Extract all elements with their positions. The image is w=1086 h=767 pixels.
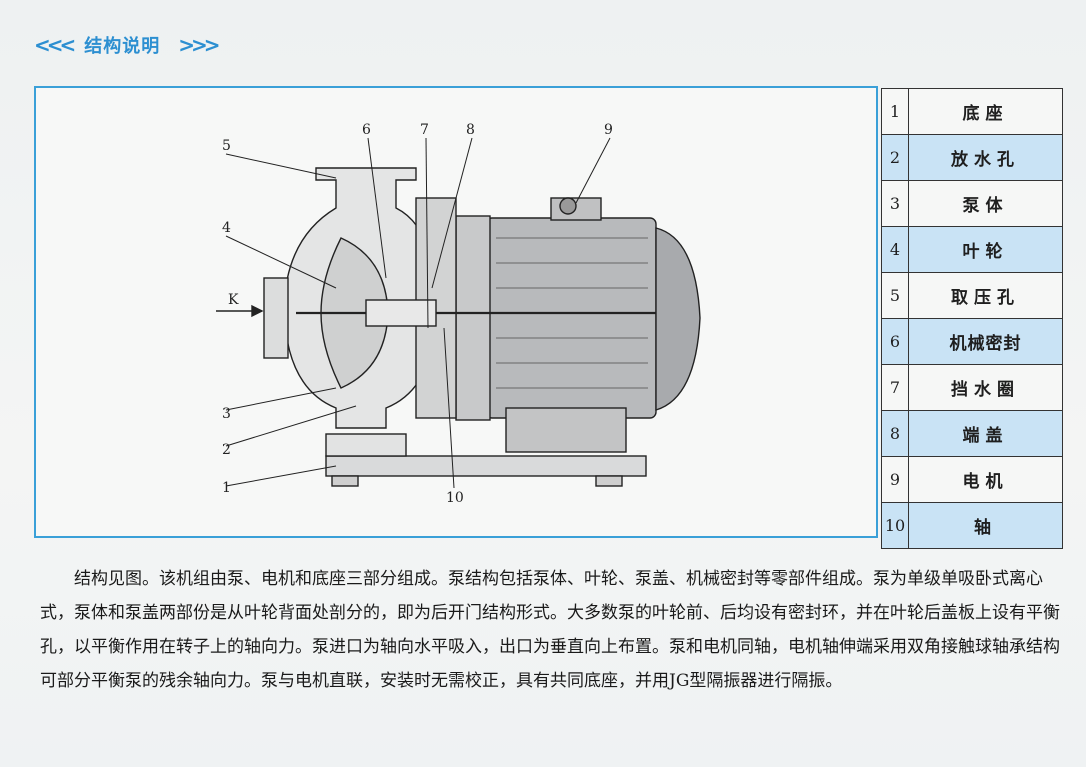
- part-name: 机械密封: [908, 318, 1063, 365]
- base-plate: [325, 455, 647, 477]
- callout-5: 5: [222, 138, 231, 154]
- part-number: 8: [881, 410, 909, 457]
- callout-7: 7: [420, 122, 429, 138]
- part-number: 7: [881, 364, 909, 411]
- callout-8: 8: [466, 122, 475, 138]
- part-name: 轴: [908, 502, 1063, 549]
- section-header: <<< 结构说明 >>>: [34, 30, 221, 60]
- base-foot-left: [331, 475, 359, 487]
- part-name: 取压孔: [908, 272, 1063, 319]
- suction-flange: [263, 277, 289, 359]
- motor-fan-cover: [655, 227, 701, 411]
- pump-diagram-frame: 5 6 7 8 9 4 K 3 2 1 10: [34, 86, 878, 538]
- callout-9: 9: [604, 122, 613, 138]
- motor-feet: [505, 407, 627, 453]
- part-number: 6: [881, 318, 909, 365]
- part-name: 端盖: [908, 410, 1063, 457]
- section-title: 结构说明: [84, 36, 161, 57]
- chevron-right-icon: >>>: [178, 33, 220, 57]
- callout-3: 3: [222, 406, 231, 422]
- pump-support: [325, 433, 407, 457]
- callout-1: 1: [222, 480, 231, 496]
- callout-4: 4: [222, 220, 231, 236]
- callout-10: 10: [446, 490, 464, 506]
- inlet-arrowhead: [251, 304, 264, 318]
- part-name: 挡水圈: [908, 364, 1063, 411]
- part-number: 9: [881, 456, 909, 503]
- base-foot-right: [595, 475, 623, 487]
- lifting-eye: [559, 197, 577, 215]
- part-number: 10: [881, 502, 909, 549]
- motor-end-flange: [455, 215, 491, 421]
- pump-cross-section-drawing: 5 6 7 8 9 4 K 3 2 1 10: [216, 122, 701, 506]
- shaft-sleeve: [365, 299, 437, 327]
- part-name: 底座: [908, 88, 1063, 135]
- part-number: 5: [881, 272, 909, 319]
- part-number: 1: [881, 88, 909, 135]
- callout-6: 6: [362, 122, 371, 138]
- callout-k: K: [228, 292, 239, 308]
- part-name: 放水孔: [908, 134, 1063, 181]
- part-name: 泵体: [908, 180, 1063, 227]
- callout-2: 2: [222, 442, 231, 458]
- chevron-left-icon: <<<: [34, 33, 76, 57]
- part-name: 电机: [908, 456, 1063, 503]
- part-number: 4: [881, 226, 909, 273]
- part-name: 叶轮: [908, 226, 1063, 273]
- part-number: 2: [881, 134, 909, 181]
- part-number: 3: [881, 180, 909, 227]
- structure-description: 结构见图。该机组由泵、电机和底座三部分组成。泵结构包括泵体、叶轮、泵盖、机械密封…: [40, 569, 1060, 691]
